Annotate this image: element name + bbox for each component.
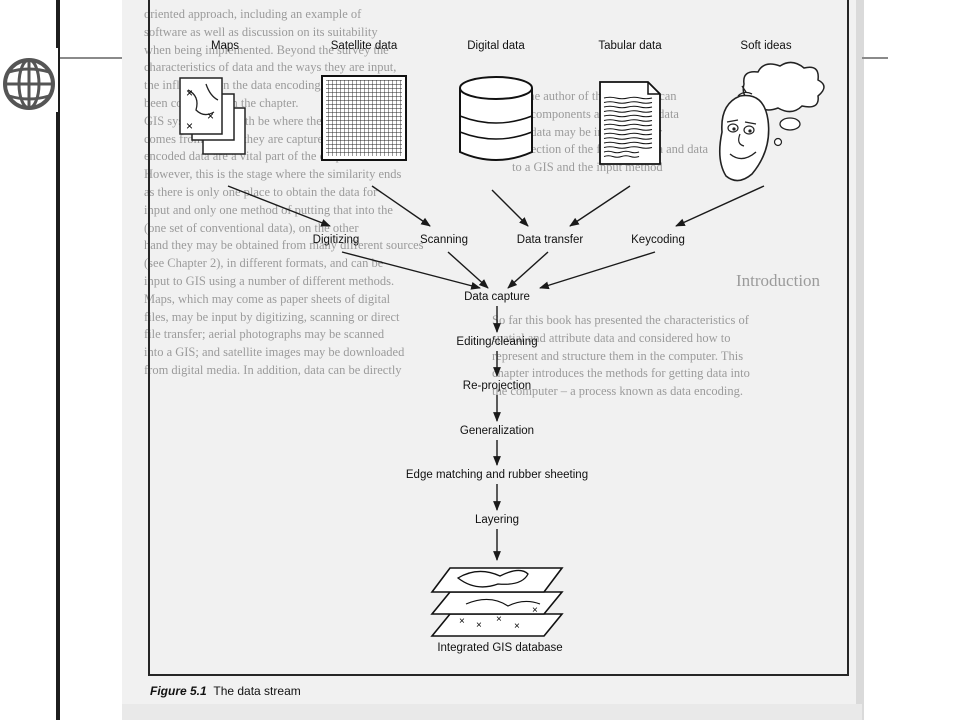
background-text-line: oriented approach, including an example … bbox=[144, 7, 362, 21]
background-text-line: input and only one method of putting tha… bbox=[144, 202, 393, 217]
background-text-line: file transfer; aerial photographs may be… bbox=[144, 327, 385, 342]
thinking-head-icon bbox=[718, 61, 825, 182]
figure-number: Figure 5.1 bbox=[150, 684, 207, 698]
source-label-satellite: Satellite data bbox=[330, 40, 398, 52]
background-text-line: from digital media. In addition, data ca… bbox=[144, 363, 402, 377]
background-text-line: when being implemented. Beyond the surve… bbox=[144, 42, 389, 57]
flow-arrow bbox=[371, 185, 431, 227]
slide-rule-left bbox=[60, 57, 122, 59]
background-text-line: hand they may be obtained from many diff… bbox=[144, 238, 424, 253]
svg-text:×: × bbox=[476, 620, 482, 631]
stage-label-editing: Editing/cleaning bbox=[456, 336, 538, 348]
background-text-line: Maps, which may come as paper sheets of … bbox=[144, 291, 391, 306]
result-label-gis-database: Integrated GIS database bbox=[437, 642, 563, 654]
background-text-line: spatial and attribute data and considere… bbox=[492, 330, 731, 345]
globe-logo bbox=[0, 48, 58, 112]
slide-rule-right bbox=[862, 57, 888, 59]
background-text-line: software as well as discussion on its su… bbox=[144, 24, 378, 39]
background-text-line: input to GIS using a number of different… bbox=[144, 274, 395, 288]
background-text-line: as there is only one place to obtain the… bbox=[144, 185, 378, 199]
source-label-soft-ideas: Soft ideas bbox=[740, 40, 792, 52]
flow-arrow bbox=[227, 185, 331, 227]
background-text-line: characteristics of data and the ways the… bbox=[144, 60, 397, 75]
background-heading: Introduction bbox=[736, 271, 821, 290]
method-label-data-transfer: Data transfer bbox=[516, 234, 584, 246]
flow-arrow bbox=[341, 251, 481, 290]
flow-arrow bbox=[491, 189, 529, 227]
background-text-line: into a GIS; and satellite images may be … bbox=[144, 345, 405, 360]
figure-title: The data stream bbox=[213, 684, 301, 698]
stage-label-layering: Layering bbox=[474, 514, 520, 526]
source-label-tabular: Tabular data bbox=[598, 40, 662, 52]
svg-text:×: × bbox=[532, 605, 538, 616]
svg-text:×: × bbox=[514, 621, 520, 632]
background-text-line: encoded data are a vital part of the out… bbox=[144, 149, 355, 164]
slide-left-bar bbox=[56, 0, 60, 720]
stage-label-edge-matching: Edge matching and rubber sheeting bbox=[405, 469, 589, 481]
svg-text:×: × bbox=[186, 119, 193, 133]
background-text-line: represent and structure them in the comp… bbox=[492, 348, 744, 363]
background-text-line: So far this book has presented the chara… bbox=[492, 313, 749, 327]
background-text-line: (see Chapter 2), in different formats, a… bbox=[144, 256, 384, 271]
source-label-maps: Maps bbox=[210, 40, 240, 52]
figure-frame bbox=[148, 0, 849, 676]
svg-text:×: × bbox=[459, 616, 465, 627]
background-text-line: files, may be input by digitizing, scann… bbox=[144, 309, 400, 324]
maps-icon: × × × bbox=[179, 77, 246, 155]
background-text-line: the computer – a process known as data e… bbox=[492, 384, 743, 399]
flow-arrows bbox=[227, 185, 765, 561]
background-text-line: chapter introduces the methods for getti… bbox=[492, 366, 750, 381]
flow-arrow bbox=[539, 251, 656, 290]
stage-label-reprojection: Re-projection bbox=[462, 380, 532, 392]
stage-label-generalization: Generalization bbox=[459, 425, 535, 437]
svg-text:×: × bbox=[207, 109, 214, 123]
layered-database-icon: × × × × × bbox=[430, 567, 564, 637]
background-text-line: (one set of conventional data), on the o… bbox=[144, 220, 359, 235]
figure-caption: Figure 5.1 The data stream bbox=[150, 684, 301, 698]
flow-arrow bbox=[507, 251, 549, 289]
page-edge-shadow bbox=[856, 0, 864, 720]
flow-arrow bbox=[447, 251, 489, 289]
document-icon bbox=[599, 81, 661, 165]
page-bottom-strip bbox=[122, 704, 862, 720]
database-cylinder-icon bbox=[459, 76, 533, 161]
flow-arrow bbox=[675, 185, 765, 227]
satellite-grid-icon bbox=[321, 75, 407, 161]
source-label-digital: Digital data bbox=[467, 40, 525, 52]
svg-text:×: × bbox=[496, 614, 502, 625]
svg-text:×: × bbox=[186, 86, 193, 100]
method-label-scanning: Scanning bbox=[420, 234, 468, 246]
globe-icon bbox=[3, 58, 55, 110]
method-label-digitizing: Digitizing bbox=[312, 234, 360, 246]
background-text-line: However, this is the stage where the sim… bbox=[144, 167, 402, 182]
flow-arrow bbox=[569, 185, 631, 227]
method-label-keycoding: Keycoding bbox=[631, 234, 685, 246]
stage-label-data-capture: Data capture bbox=[464, 291, 530, 303]
